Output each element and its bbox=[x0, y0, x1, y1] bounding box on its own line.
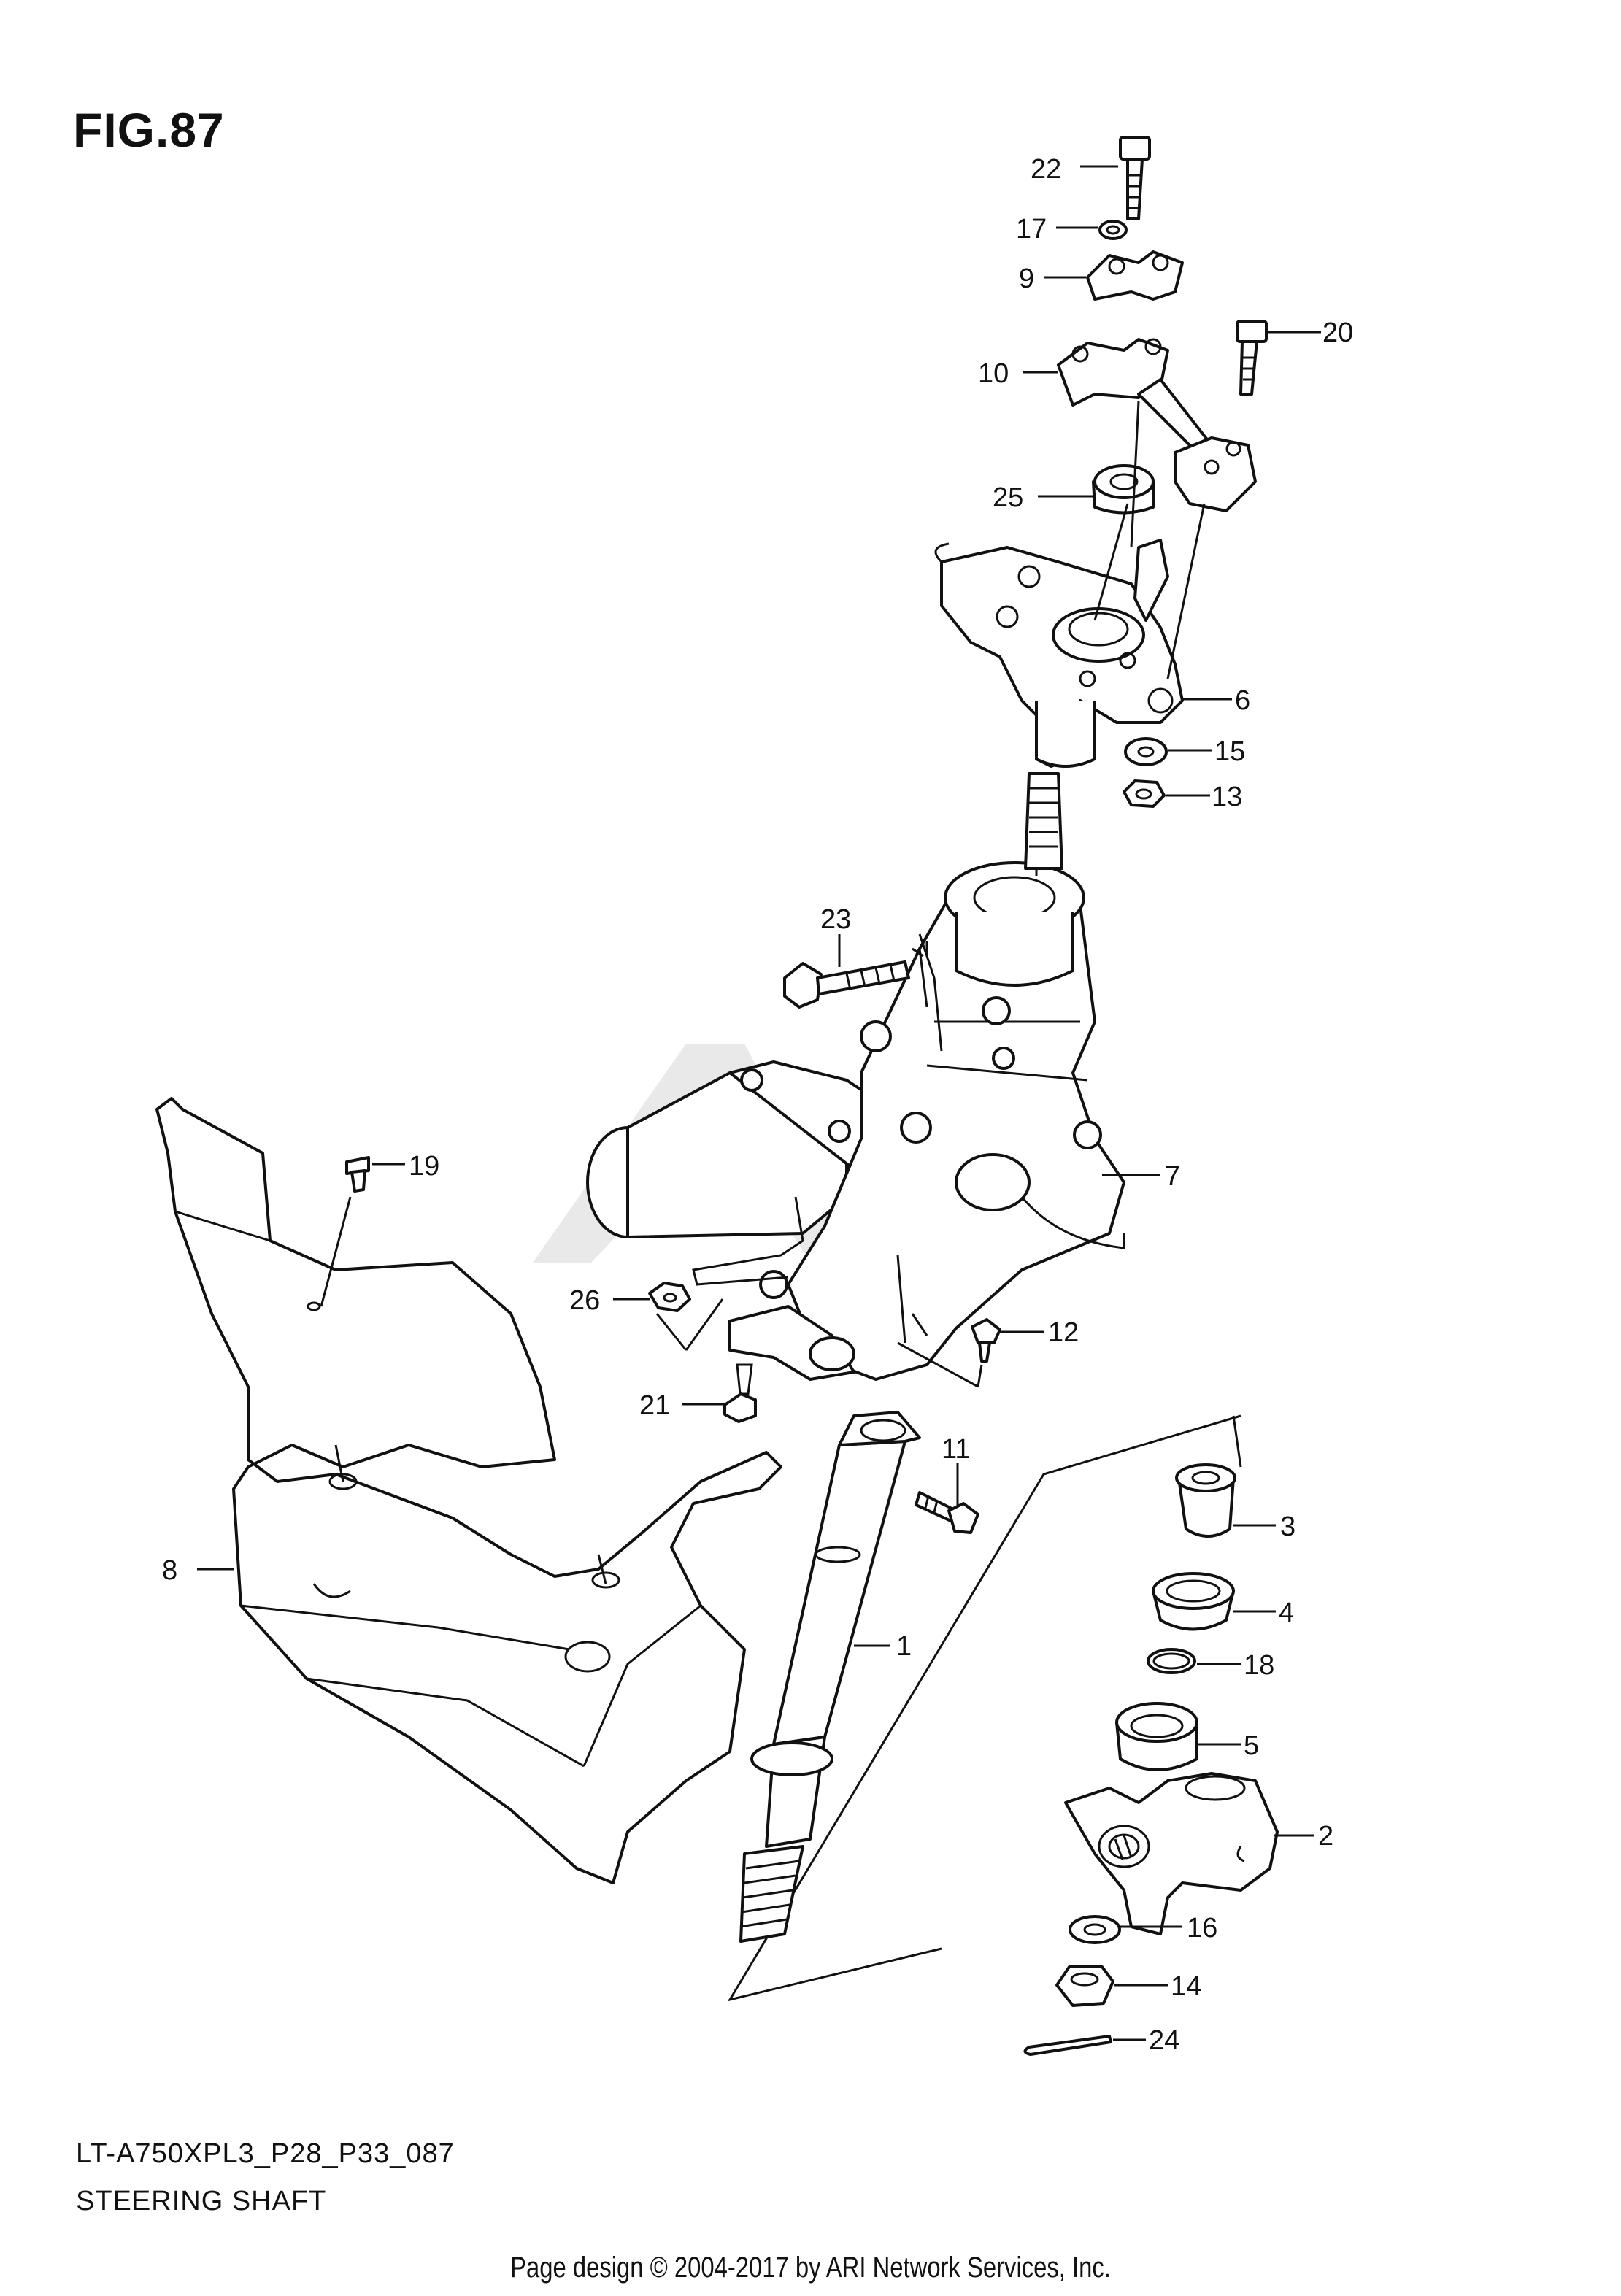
callout-24: 24 bbox=[1149, 2025, 1179, 2056]
callout-20: 20 bbox=[1322, 317, 1353, 348]
callout-11: 11 bbox=[942, 1434, 970, 1465]
part-16-washer bbox=[1069, 1915, 1121, 1944]
callout-14: 14 bbox=[1171, 1971, 1201, 2002]
part-22-bolt bbox=[1119, 136, 1151, 220]
callout-1: 1 bbox=[896, 1631, 912, 1662]
callout-7: 7 bbox=[1165, 1161, 1180, 1192]
part-21-bolt bbox=[723, 1363, 757, 1423]
diagram-title: STEERING SHAFT bbox=[76, 2186, 327, 2216]
figure-title: FIG.87 bbox=[73, 103, 225, 157]
page-footer: Page design © 2004-2017 by ARI Network S… bbox=[510, 2251, 1111, 2284]
part-1-steering-shaft bbox=[739, 1411, 921, 1943]
part-10-lower-holder-stay bbox=[1057, 338, 1257, 512]
part-3-bushing bbox=[1175, 1463, 1236, 1538]
callout-17: 17 bbox=[1016, 214, 1047, 244]
part-2-pitman-arm bbox=[1064, 1772, 1279, 1935]
callout-25: 25 bbox=[993, 482, 1023, 513]
part-15-washer bbox=[1124, 737, 1168, 766]
callout-19: 19 bbox=[409, 1151, 439, 1182]
callout-9: 9 bbox=[1019, 263, 1034, 294]
part-6-steering-bracket bbox=[934, 539, 1184, 768]
part-14-nut bbox=[1055, 1965, 1114, 2007]
part-12-bolt bbox=[971, 1318, 1001, 1363]
callout-15: 15 bbox=[1214, 736, 1245, 767]
part-11-bolt bbox=[915, 1491, 979, 1534]
part-5-bearing bbox=[1115, 1702, 1198, 1771]
part-8-lower-cover bbox=[155, 1097, 782, 1884]
part-7-power-steering-unit bbox=[586, 772, 1125, 1381]
callout-22: 22 bbox=[1031, 154, 1061, 185]
callout-5: 5 bbox=[1244, 1730, 1259, 1761]
callout-16: 16 bbox=[1187, 1913, 1217, 1943]
part-26-nut bbox=[648, 1282, 691, 1312]
callout-10: 10 bbox=[978, 358, 1009, 389]
callout-6: 6 bbox=[1235, 685, 1250, 716]
callout-8: 8 bbox=[162, 1555, 177, 1586]
callout-21: 21 bbox=[639, 1390, 670, 1421]
part-18-o-ring bbox=[1147, 1648, 1196, 1674]
callout-13: 13 bbox=[1212, 782, 1242, 812]
part-13-nut bbox=[1123, 779, 1166, 808]
callout-3: 3 bbox=[1280, 1511, 1295, 1542]
part-17-washer bbox=[1098, 220, 1128, 240]
part-9-upper-holder bbox=[1086, 250, 1184, 301]
part-25-collar bbox=[1092, 464, 1155, 515]
callout-26: 26 bbox=[569, 1285, 600, 1316]
part-24-cotter-pin bbox=[1023, 2035, 1112, 2056]
leader-lines bbox=[197, 165, 1321, 2041]
part-19-clip bbox=[345, 1156, 370, 1193]
model-code: LT-A750XPL3_P28_P33_087 bbox=[76, 2138, 455, 2169]
callout-18: 18 bbox=[1244, 1650, 1274, 1681]
callout-labels: 22 17 9 10 20 25 6 15 13 23 7 19 26 12 2… bbox=[162, 154, 1353, 2056]
part-20-bolt bbox=[1236, 320, 1268, 396]
part-4-oil-seal bbox=[1152, 1572, 1235, 1631]
callout-23: 23 bbox=[820, 904, 851, 935]
part-23-bolt bbox=[783, 960, 910, 1009]
callout-12: 12 bbox=[1048, 1317, 1079, 1348]
callout-2: 2 bbox=[1318, 1821, 1333, 1852]
callout-4: 4 bbox=[1279, 1598, 1294, 1628]
assembly-bracket-lines bbox=[727, 1414, 1242, 2002]
